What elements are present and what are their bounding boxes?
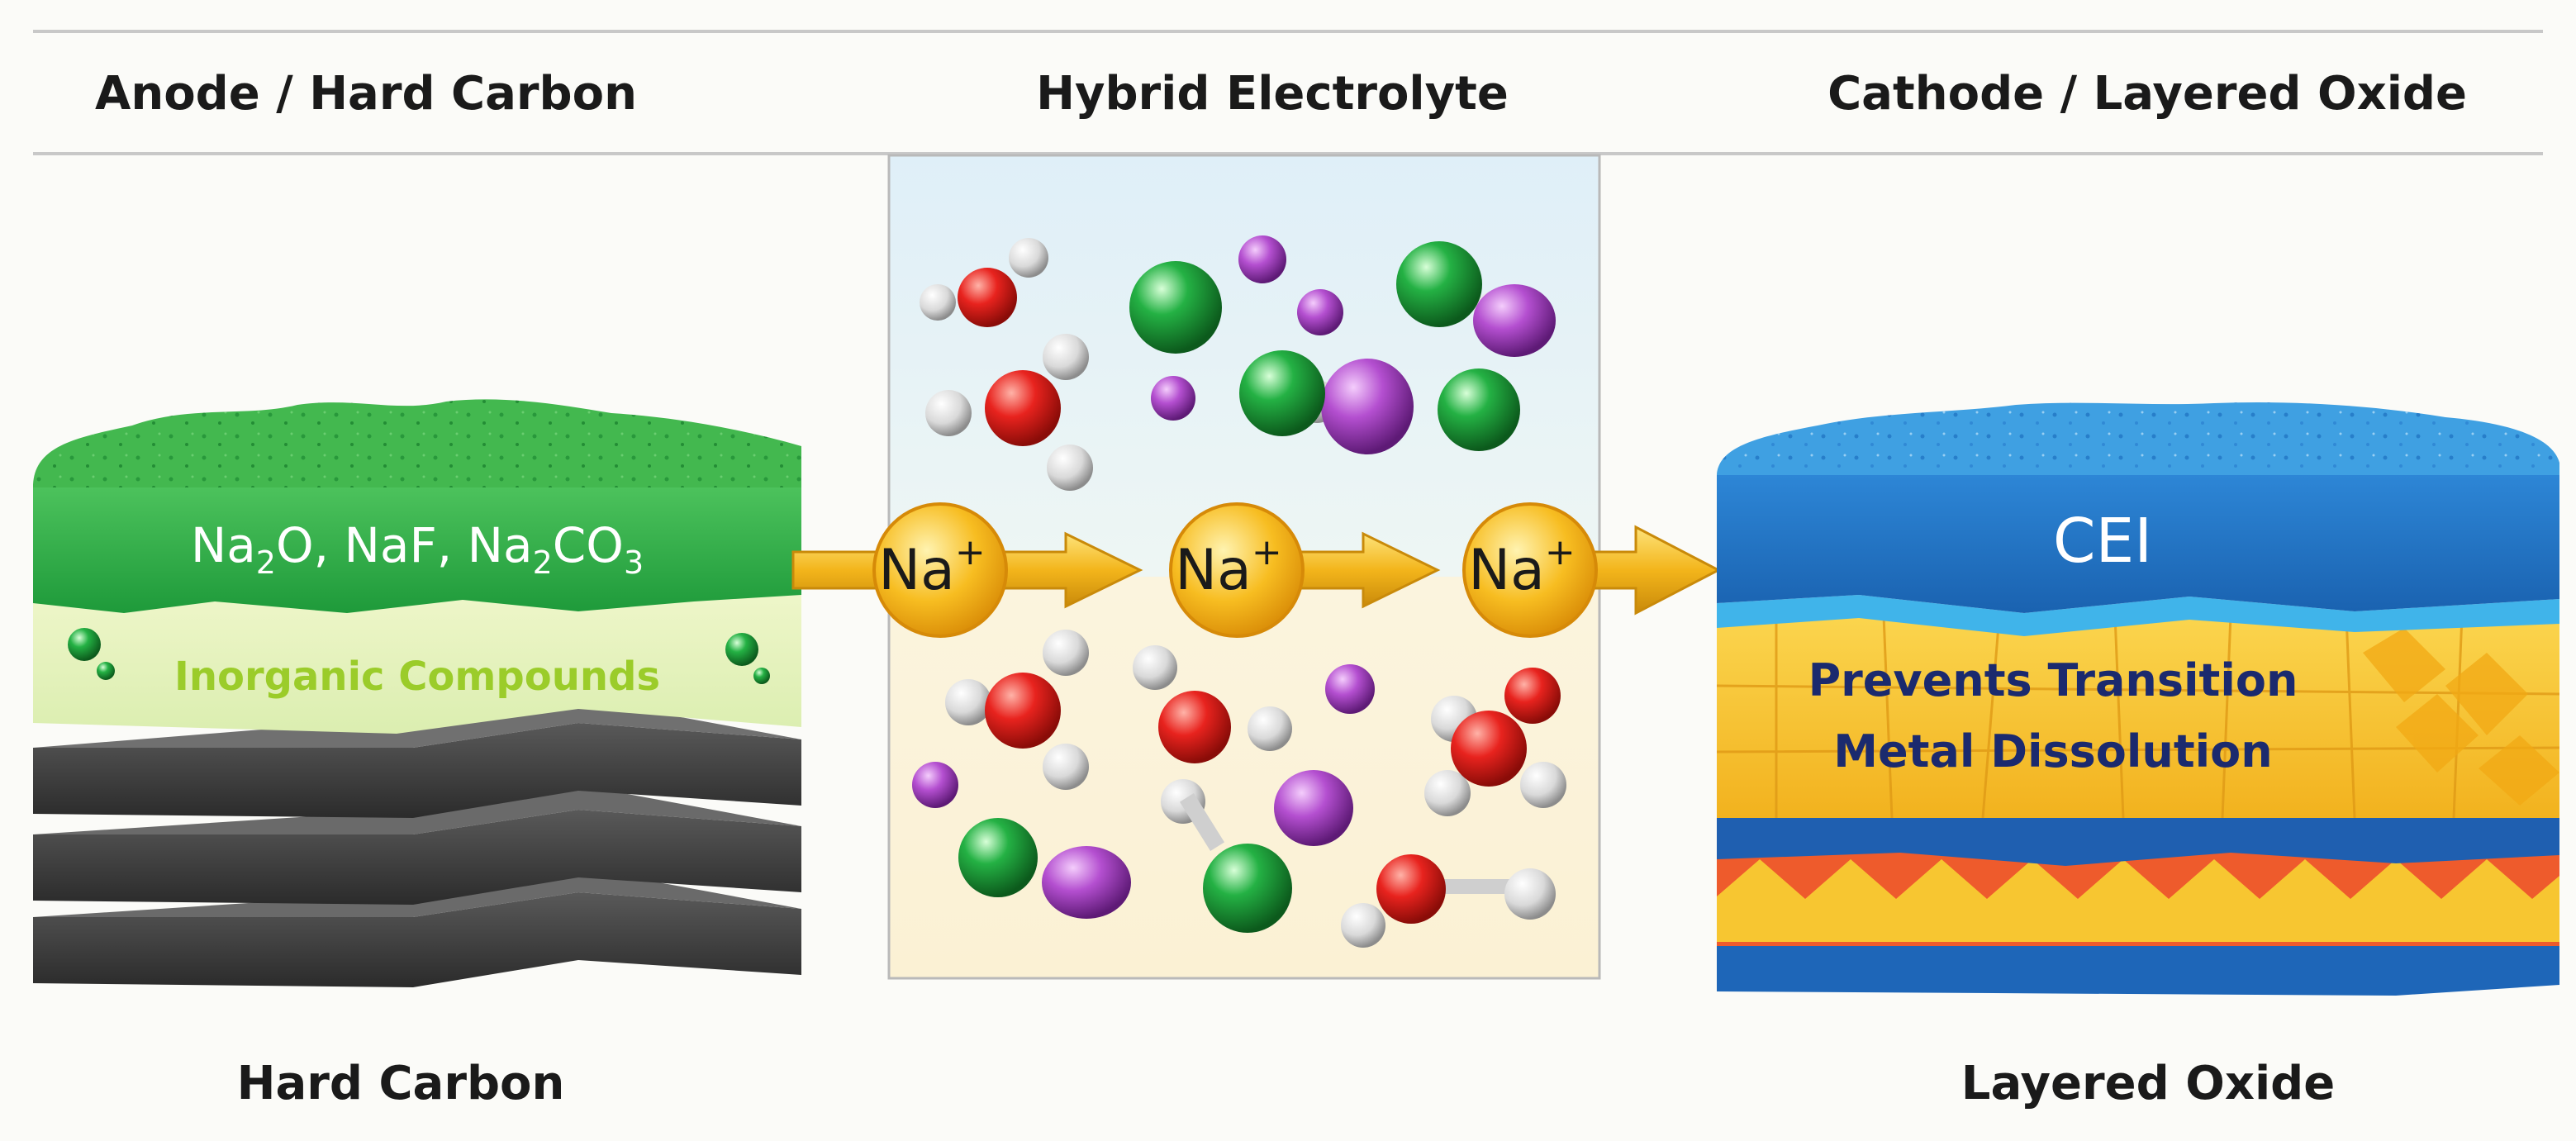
cei-boundary (1717, 595, 2559, 636)
sodium-ion-badge: Na+ (872, 502, 1008, 638)
svg-text:Na+: Na+ (878, 531, 985, 603)
water-molecule (1341, 854, 1556, 948)
water-molecule (1424, 668, 1566, 816)
hard-carbon-slab (33, 723, 801, 818)
svg-text:Na+: Na+ (1175, 531, 1281, 603)
arrow-segment (1585, 525, 1722, 616)
sodium-ion-small (1151, 376, 1195, 421)
sodium-ion-badge: Na+ (1169, 502, 1305, 638)
sodium-ion-badge: Na+ (1462, 502, 1598, 638)
water-molecule (1133, 645, 1292, 763)
sodium-ion-small (1238, 235, 1286, 283)
chloride-ion (1438, 368, 1520, 451)
ion-pair (958, 818, 1131, 919)
sodium-ion-small (1325, 664, 1375, 714)
anode-header: Anode / Hard Carbon (95, 67, 637, 121)
svg-text:Na+: Na+ (1468, 531, 1575, 603)
anode-caption: Hard Carbon (237, 1057, 565, 1110)
cathode-stack (1716, 402, 2560, 996)
sei-composition-label: Na2O, NaF, Na2CO3 (191, 517, 644, 581)
anode-stack (33, 399, 801, 987)
ion-pair (1161, 779, 1292, 933)
sei-layer (33, 487, 801, 613)
sodium-ion-small (1297, 289, 1343, 335)
electrolyte-header: Hybrid Electrolyte (1036, 67, 1509, 121)
water-molecule (945, 630, 1089, 790)
cathode-caption: Layered Oxide (1961, 1057, 2335, 1110)
cathode-benefit-line2: Metal Dissolution (1833, 725, 2272, 777)
sodium-ion (1274, 770, 1353, 846)
chloride-ion (1129, 261, 1222, 354)
inorganic-layer (33, 595, 801, 734)
ion-pair (1396, 241, 1556, 357)
cathode-benefit-line1: Prevents Transition (1808, 654, 2298, 706)
cathode-header: Cathode / Layered Oxide (1827, 67, 2467, 121)
hard-carbon-slab (33, 810, 801, 905)
electrolyte-box (887, 154, 1601, 980)
inorganic-compounds-label: Inorganic Compounds (174, 654, 660, 700)
ion-pair (1239, 350, 1414, 454)
water-molecule (925, 334, 1093, 491)
water-molecule (920, 238, 1048, 327)
hard-carbon-slab (33, 892, 801, 987)
cei-layer (1717, 475, 2559, 613)
oxide-yellow-zigzag (1717, 859, 2559, 942)
cei-label: CEI (2053, 506, 2152, 577)
sodium-ion-small (912, 762, 958, 808)
